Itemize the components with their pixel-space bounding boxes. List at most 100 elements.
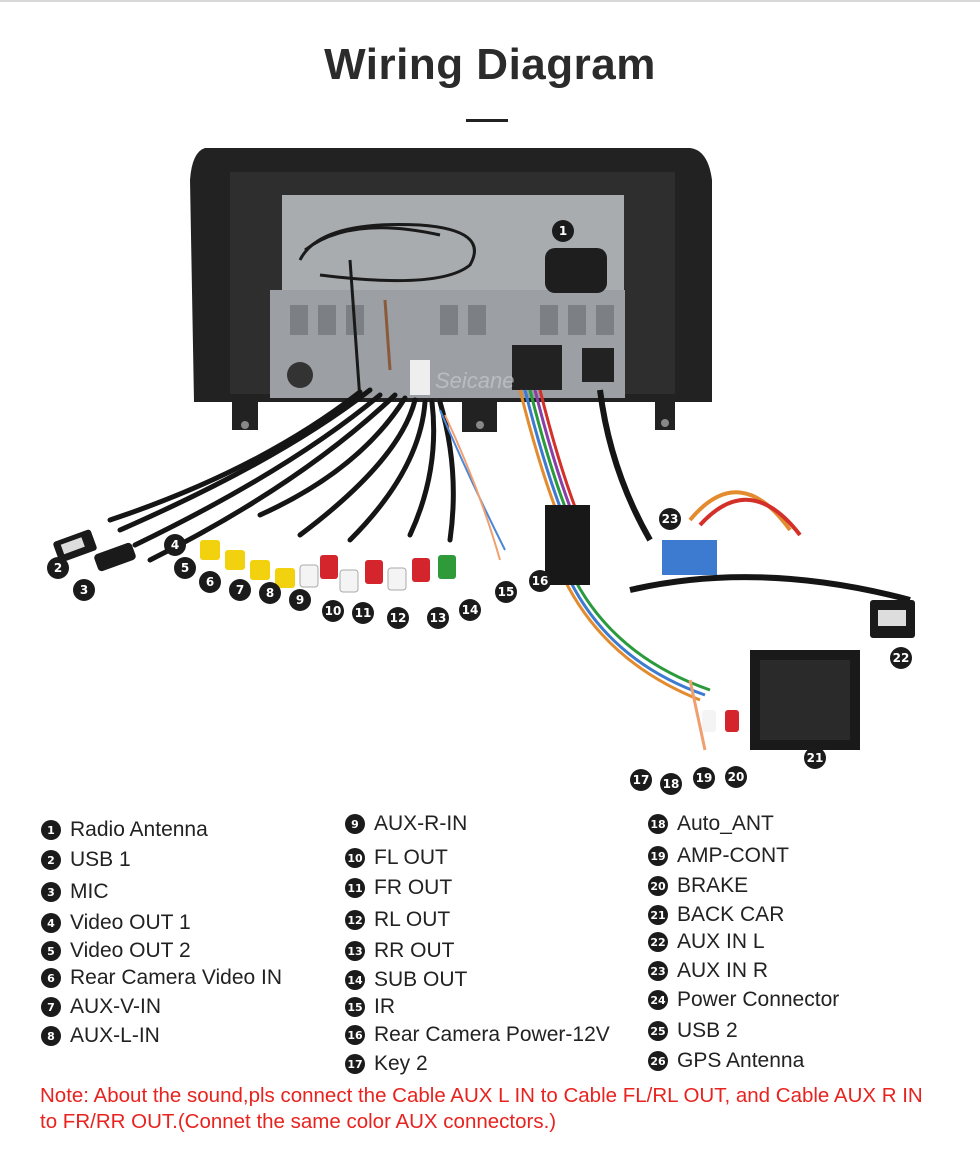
legend-label: RL OUT <box>374 908 451 931</box>
number-badge: 1 <box>41 820 61 840</box>
svg-text:23: 23 <box>662 512 679 526</box>
power-connector <box>629 490 915 751</box>
callout-3: 3 <box>73 579 95 601</box>
legend-label: FR OUT <box>374 876 453 899</box>
callouts: 1 2 3 4 5 6 7 8 9 10 11 12 13 14 15 16 1… <box>47 220 912 795</box>
svg-text:8: 8 <box>266 586 274 600</box>
svg-text:10: 10 <box>325 604 342 618</box>
watermark: Seicane <box>435 368 515 393</box>
legend-label: SUB OUT <box>374 968 468 991</box>
legend-label: AUX IN R <box>677 959 769 982</box>
legend-item: 8 AUX-L-IN <box>41 1024 160 1048</box>
svg-text:2: 2 <box>54 561 62 575</box>
legend-item: 16 Rear Camera Power-12V <box>345 1023 610 1047</box>
number-badge: 13 <box>345 941 365 961</box>
callout-22: 22 <box>890 647 912 669</box>
number-badge: 22 <box>648 932 668 952</box>
legend-label: Rear Camera Power-12V <box>374 1023 610 1046</box>
svg-text:11: 11 <box>355 606 372 620</box>
legend-item: 22 AUX IN L <box>648 930 765 954</box>
callout-2: 2 <box>47 557 69 579</box>
callout-5: 5 <box>174 557 196 579</box>
callout-12: 12 <box>387 607 409 629</box>
number-badge: 18 <box>648 814 668 834</box>
wiring-diagram-illustration: Seicane <box>47 148 915 795</box>
svg-text:1: 1 <box>559 224 567 238</box>
legend-label: BACK CAR <box>677 903 785 926</box>
svg-text:12: 12 <box>390 611 407 625</box>
number-badge: 8 <box>41 1026 61 1046</box>
number-badge: 6 <box>41 968 61 988</box>
legend-label: AUX-R-IN <box>374 812 468 835</box>
callout-20: 20 <box>725 766 747 788</box>
legend-label: AUX-L-IN <box>70 1024 160 1047</box>
number-badge: 2 <box>41 850 61 870</box>
number-badge: 25 <box>648 1021 668 1041</box>
svg-text:17: 17 <box>633 773 650 787</box>
svg-text:3: 3 <box>80 583 88 597</box>
callout-7: 7 <box>229 579 251 601</box>
legend-item: 18 Auto_ANT <box>648 812 774 836</box>
callout-10: 10 <box>322 600 344 622</box>
legend-label: MIC <box>70 880 109 903</box>
legend-item: 21 BACK CAR <box>648 903 784 927</box>
callout-18: 18 <box>660 773 682 795</box>
svg-text:14: 14 <box>462 603 479 617</box>
callout-8: 8 <box>259 582 281 604</box>
legend-label: AUX-V-IN <box>70 995 162 1018</box>
callout-13: 13 <box>427 607 449 629</box>
legend-item: 2 USB 1 <box>41 848 131 872</box>
svg-text:6: 6 <box>206 575 214 589</box>
number-badge: 11 <box>345 878 365 898</box>
rca-connectors <box>200 540 456 593</box>
svg-text:15: 15 <box>498 585 515 599</box>
svg-text:20: 20 <box>728 770 745 784</box>
callout-1: 1 <box>552 220 574 242</box>
number-badge: 14 <box>345 970 365 990</box>
legend-item: 14 SUB OUT <box>345 968 467 992</box>
svg-text:21: 21 <box>807 751 824 765</box>
legend-label: AUX IN L <box>677 930 765 953</box>
svg-text:4: 4 <box>171 538 179 552</box>
number-badge: 21 <box>648 905 668 925</box>
legend-label: Auto_ANT <box>677 812 774 835</box>
number-badge: 5 <box>41 941 61 961</box>
callout-11: 11 <box>352 602 374 624</box>
svg-text:18: 18 <box>663 777 680 791</box>
callout-6: 6 <box>199 571 221 593</box>
number-badge: 3 <box>41 882 61 902</box>
number-badge: 16 <box>345 1025 365 1045</box>
number-badge: 15 <box>345 997 365 1017</box>
number-badge: 10 <box>345 848 365 868</box>
legend-label: Video OUT 2 <box>70 939 191 962</box>
page-title: Wiring Diagram <box>324 40 656 89</box>
number-badge: 26 <box>648 1051 668 1071</box>
number-badge: 7 <box>41 997 61 1017</box>
callout-21: 21 <box>804 747 826 769</box>
callout-15: 15 <box>495 581 517 603</box>
svg-text:22: 22 <box>893 651 910 665</box>
legend-item: 5 Video OUT 2 <box>41 939 191 963</box>
legend-label: USB 1 <box>70 848 131 871</box>
callout-4: 4 <box>164 534 186 556</box>
legend-label: Key 2 <box>374 1052 428 1075</box>
svg-text:13: 13 <box>430 611 447 625</box>
legend-label: Radio Antenna <box>70 818 208 841</box>
callout-17: 17 <box>630 769 652 791</box>
legend-item: 1 Radio Antenna <box>41 818 208 842</box>
number-badge: 19 <box>648 846 668 866</box>
svg-text:16: 16 <box>532 574 549 588</box>
callout-14: 14 <box>459 599 481 621</box>
